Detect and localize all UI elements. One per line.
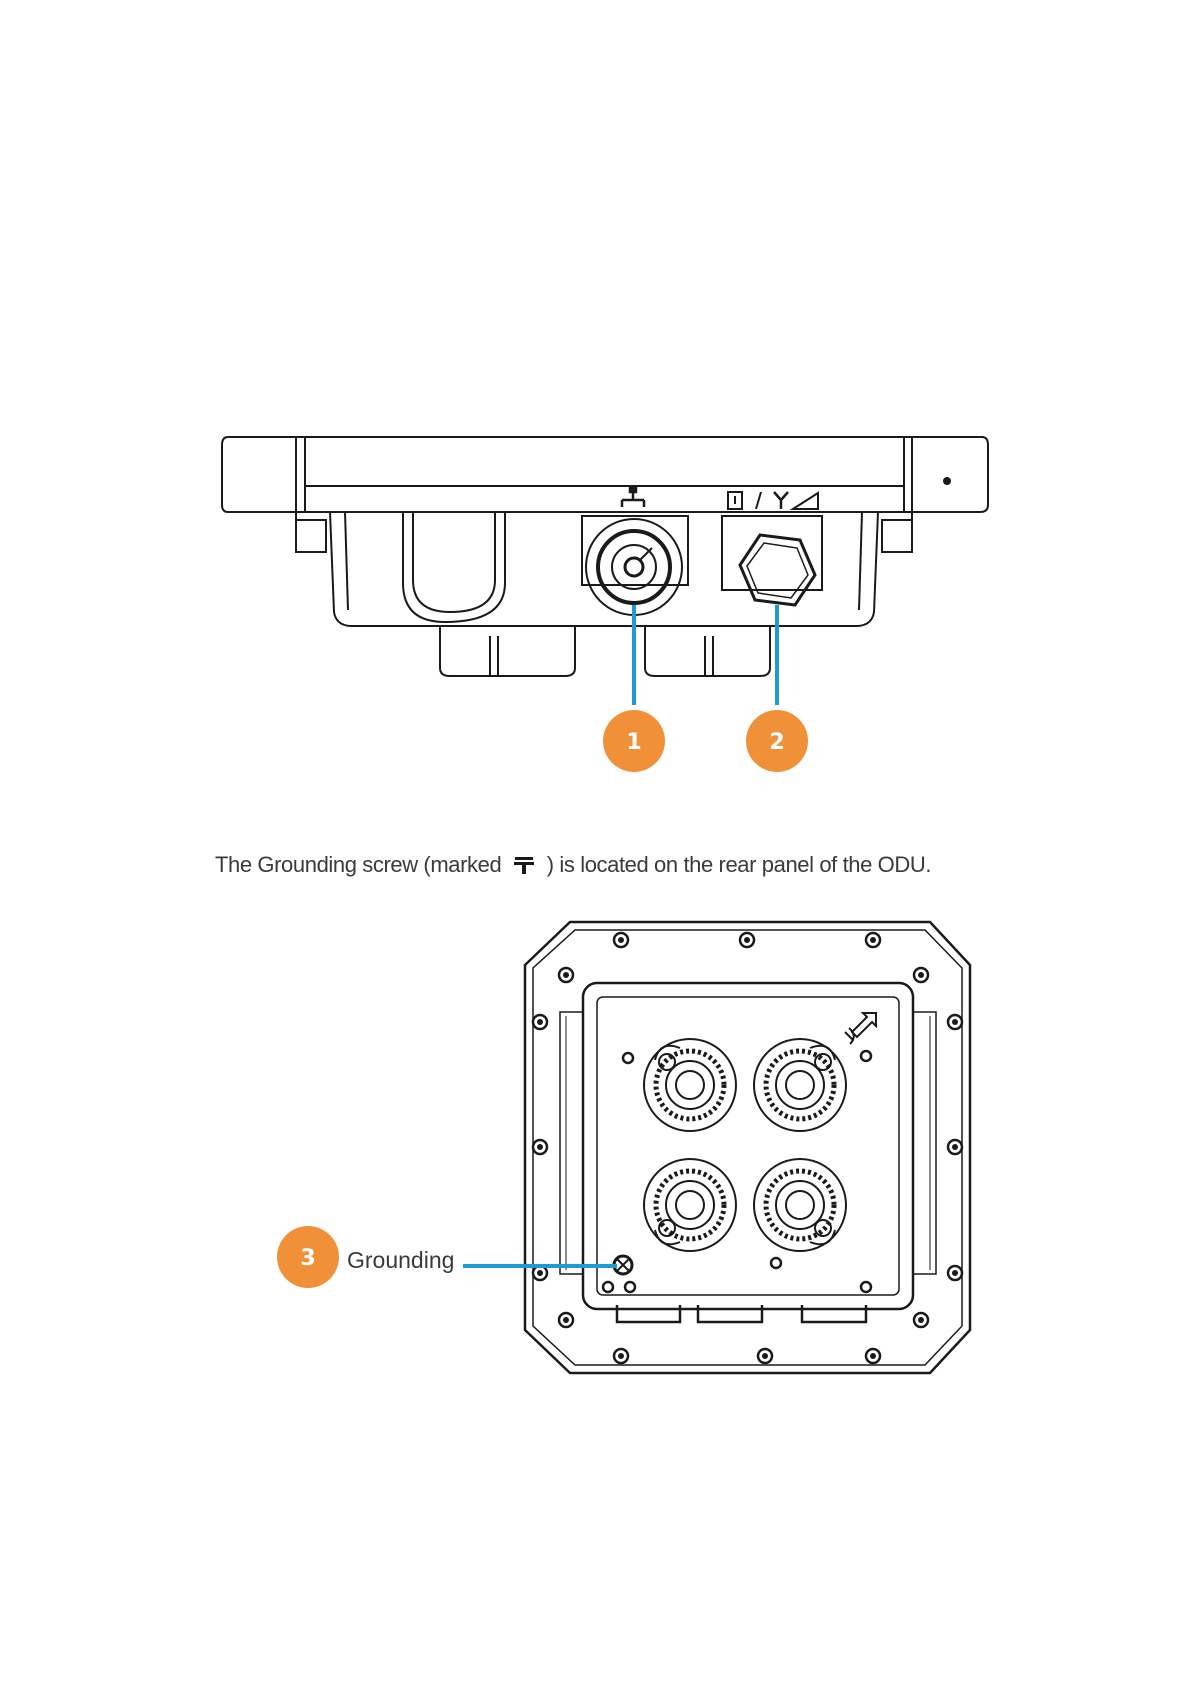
up-arrow-icon: [845, 1013, 876, 1044]
caption-text-after: ) is located on the rear panel of the OD…: [547, 852, 931, 877]
grounding-label: Grounding: [347, 1247, 454, 1273]
lan-port-icon: [622, 487, 644, 507]
hex-cap: [740, 535, 815, 605]
mounting-boss-top-right: [754, 1039, 846, 1131]
caption-text-before: The Grounding screw (marked: [215, 852, 501, 877]
callout-badge-2: 2: [746, 710, 808, 772]
callout-number-2: 2: [769, 730, 784, 755]
antenna-icon: [774, 492, 788, 509]
slash-separator: [756, 492, 761, 509]
callout-number-3: 3: [300, 1246, 315, 1271]
grounding-caption: The Grounding screw (marked ) is located…: [215, 852, 1115, 878]
callout-number-1: 1: [626, 730, 641, 755]
sd-card-icon: [728, 492, 742, 509]
ground-icon: [513, 856, 535, 874]
mounting-boss-bottom-right: [754, 1159, 846, 1251]
odu-rear-panel: [525, 922, 970, 1373]
callout-badge-1: 1: [603, 710, 665, 772]
callout-badge-3: 3: [277, 1226, 339, 1288]
mounting-boss-top-left: [644, 1039, 736, 1131]
signal-icon: [793, 493, 818, 509]
ethernet-gland: [586, 519, 682, 615]
mounting-bosses: [644, 1039, 846, 1251]
mounting-boss-bottom-left: [644, 1159, 736, 1251]
odu-bottom-view: [222, 437, 988, 676]
